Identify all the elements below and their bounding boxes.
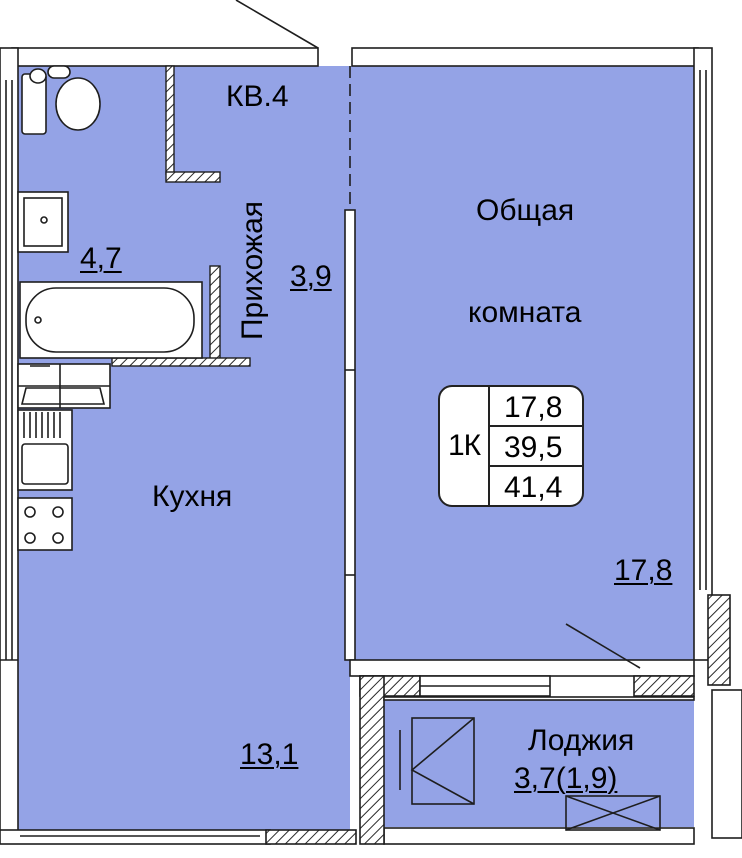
- top-wall: [11, 0, 699, 67]
- loggia-walls: [349, 623, 695, 845]
- living-room-floor: [350, 66, 695, 660]
- apartment-label: КВ.4: [226, 80, 289, 113]
- kitchen-sink-icon: [17, 409, 73, 491]
- living-room-name-line1: Общая: [476, 194, 575, 227]
- kitchen-name: Кухня: [152, 480, 233, 513]
- bathtub-icon: [19, 281, 203, 359]
- badge-divider-1: [488, 425, 582, 427]
- living-room-area: 17,8: [614, 554, 673, 587]
- bathroom-area: 4,7: [80, 242, 122, 275]
- badge-divider-vertical: [488, 387, 490, 505]
- right-wall: [693, 47, 742, 839]
- washer-icon: [17, 363, 111, 409]
- loggia-name: Лоджия: [528, 724, 635, 757]
- hallway-area: 3,9: [290, 260, 332, 293]
- kitchen-area: 13,1: [240, 738, 299, 771]
- badge-divider-2: [488, 465, 582, 467]
- living-room-name-line2: комната: [468, 296, 582, 329]
- toilet-icon: [21, 65, 101, 135]
- hallway-name: Прихожая: [236, 200, 269, 340]
- bathroom-sink-icon: [17, 191, 69, 253]
- kitchen-floor: [18, 360, 350, 830]
- total-with-loggia-value: 41,4: [504, 471, 563, 504]
- apartment-type-code: 1К: [448, 429, 481, 462]
- left-wall: [0, 47, 19, 839]
- stove-icon: [17, 497, 73, 551]
- bottom-wall: [0, 827, 695, 845]
- living-area-value: 17,8: [504, 391, 563, 424]
- loggia-area: 3,7(1,9): [514, 762, 618, 795]
- ventilation-icon: [399, 717, 475, 805]
- area-summary-badge: 1К 17,8 39,5 41,4: [438, 385, 584, 507]
- total-area-value: 39,5: [504, 431, 563, 464]
